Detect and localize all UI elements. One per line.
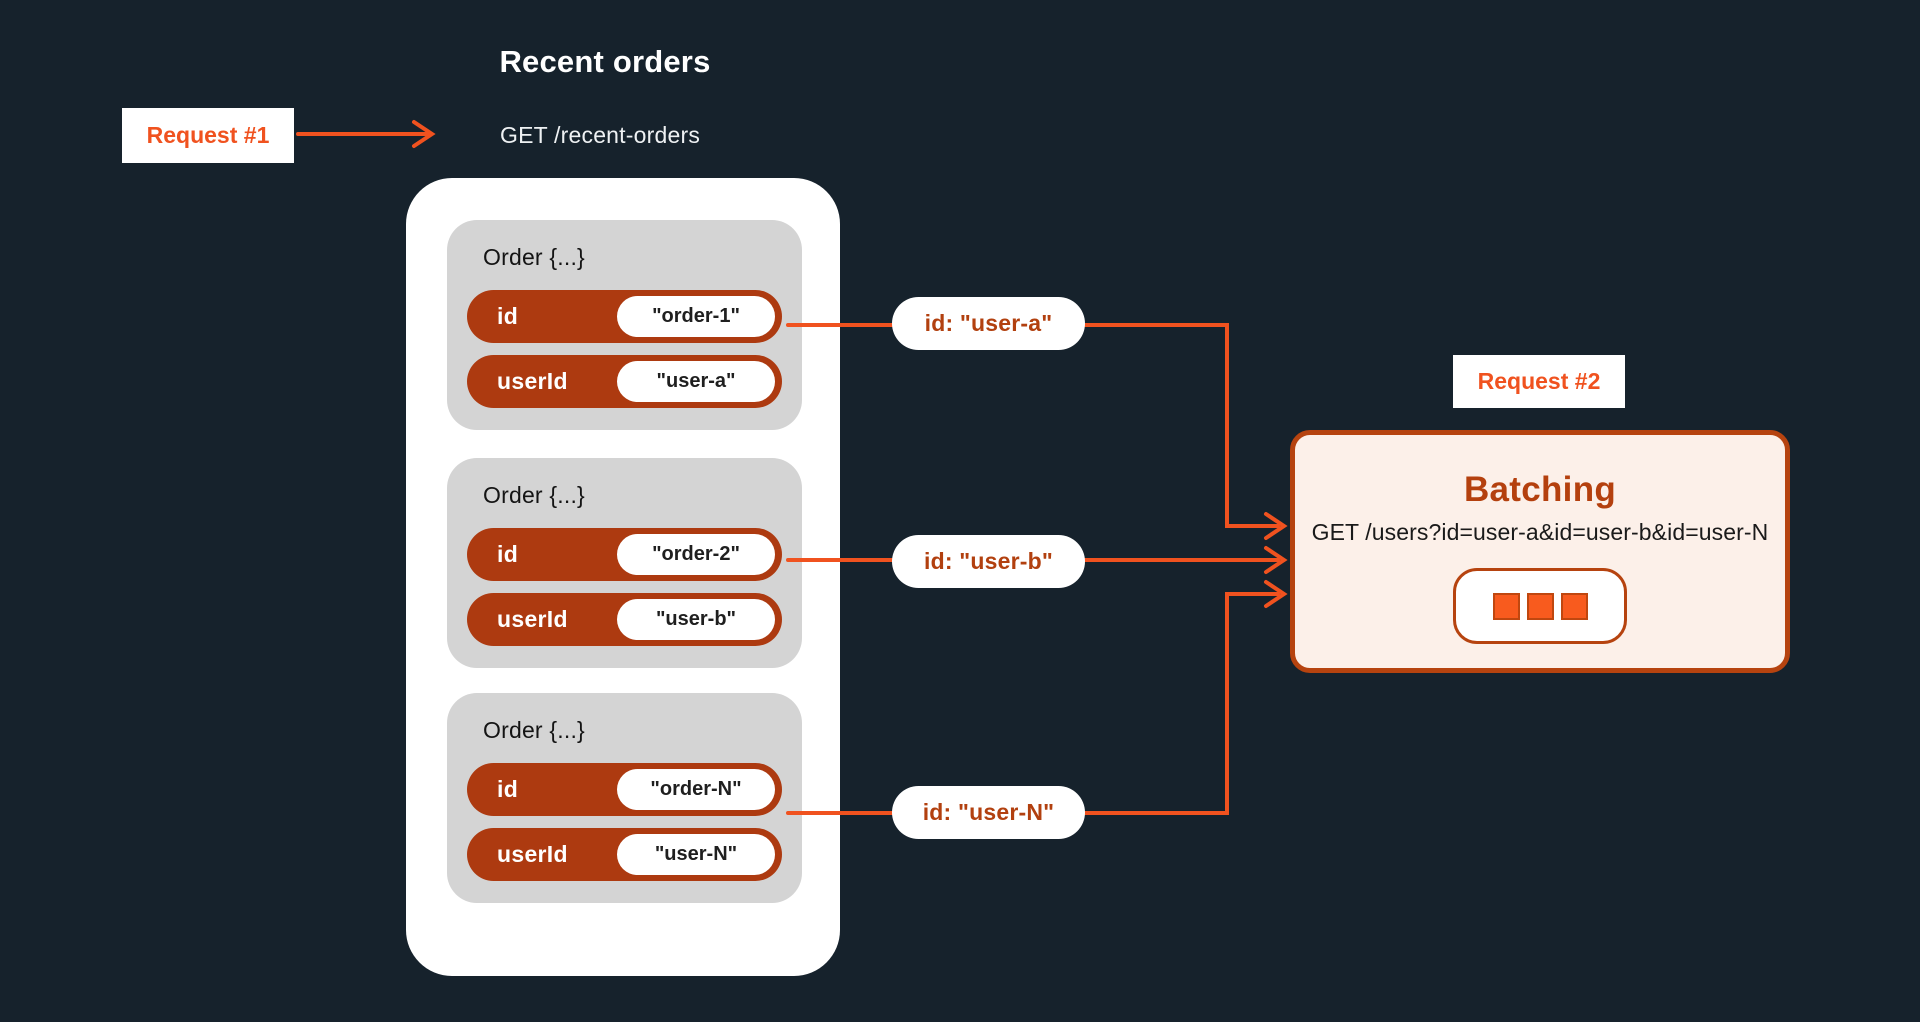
field-key: id bbox=[497, 541, 519, 567]
extracted-id-pill-user-a: id: "user-a" bbox=[892, 297, 1085, 350]
order-1-userid-row: userId "user-a" bbox=[467, 355, 782, 408]
request-2-label: Request #2 bbox=[1477, 368, 1601, 394]
extracted-id-pill-user-n: id: "user-N" bbox=[892, 786, 1085, 839]
request-1-badge: Request #1 bbox=[122, 108, 294, 163]
order-card-2: Order {...} id "order-2" userId "user-b" bbox=[447, 458, 802, 668]
field-value: "user-N" bbox=[617, 834, 775, 875]
batch-items-pill bbox=[1453, 568, 1627, 644]
batching-box: Batching GET /users?id=user-a&id=user-b&… bbox=[1290, 430, 1790, 673]
orders-container: Order {...} id "order-1" userId "user-a"… bbox=[406, 178, 840, 976]
field-key: userId bbox=[497, 368, 568, 394]
batch-item-square bbox=[1526, 592, 1554, 620]
field-value: "order-1" bbox=[617, 296, 775, 337]
request-1-arrow bbox=[296, 120, 436, 148]
order-n-userid-row: userId "user-N" bbox=[467, 828, 782, 881]
connector-user-a bbox=[786, 323, 1288, 540]
batch-item-square bbox=[1492, 592, 1520, 620]
field-value: "order-2" bbox=[617, 534, 775, 575]
batching-endpoint: GET /users?id=user-a&id=user-b&id=user-N bbox=[1311, 519, 1769, 545]
order-1-id-row: id "order-1" bbox=[467, 290, 782, 343]
field-key: id bbox=[497, 776, 519, 802]
request-1-label: Request #1 bbox=[146, 122, 270, 148]
diagram-title: Recent orders bbox=[499, 44, 711, 79]
extracted-id-pill-user-b: id: "user-b" bbox=[892, 535, 1085, 588]
field-key: userId bbox=[497, 606, 568, 632]
field-key: userId bbox=[497, 841, 568, 867]
connector-user-n bbox=[786, 580, 1288, 815]
order-n-id-row: id "order-N" bbox=[467, 763, 782, 816]
order-header: Order {...} bbox=[483, 717, 585, 743]
order-2-id-row: id "order-2" bbox=[467, 528, 782, 581]
field-value: "user-b" bbox=[617, 599, 775, 640]
order-card-1: Order {...} id "order-1" userId "user-a" bbox=[447, 220, 802, 430]
recent-orders-endpoint: GET /recent-orders bbox=[500, 122, 701, 148]
order-header: Order {...} bbox=[483, 244, 585, 270]
order-2-userid-row: userId "user-b" bbox=[467, 593, 782, 646]
order-card-3: Order {...} id "order-N" userId "user-N" bbox=[447, 693, 802, 903]
batch-item-square bbox=[1560, 592, 1588, 620]
order-header: Order {...} bbox=[483, 482, 585, 508]
field-value: "order-N" bbox=[617, 769, 775, 810]
request-2-badge: Request #2 bbox=[1453, 355, 1625, 408]
field-key: id bbox=[497, 303, 519, 329]
field-value: "user-a" bbox=[617, 361, 775, 402]
batching-title: Batching bbox=[1463, 470, 1617, 509]
